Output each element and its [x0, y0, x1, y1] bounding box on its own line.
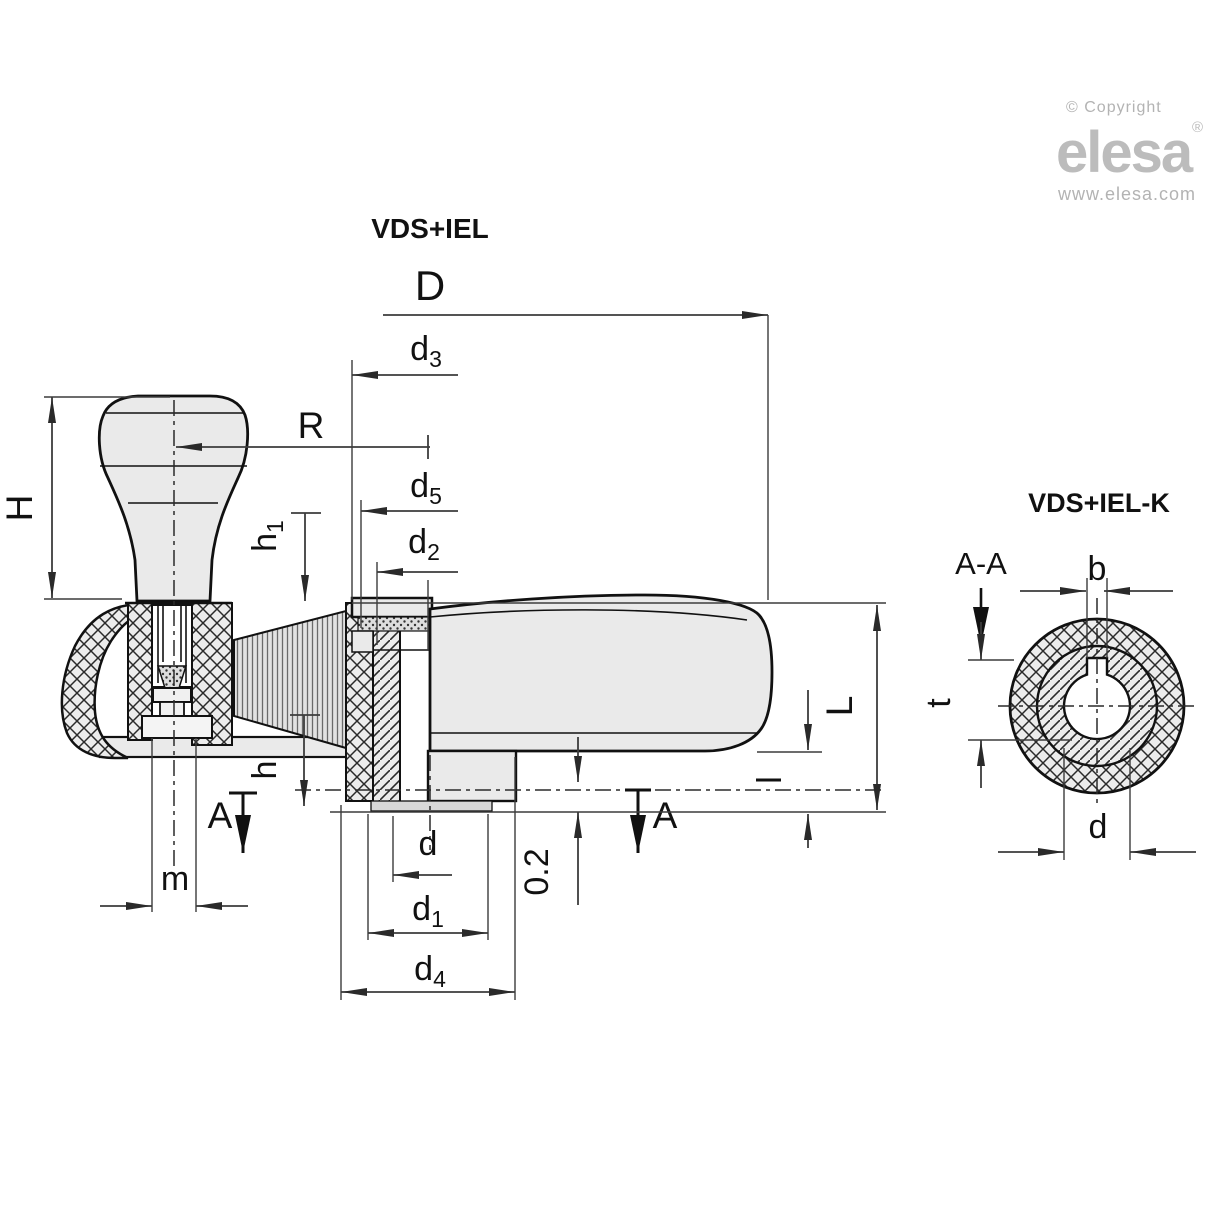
dim-label-L: L	[819, 696, 860, 717]
dim-label-d-section: d	[1089, 808, 1108, 846]
hub-step	[351, 630, 374, 653]
dimension-D: D	[383, 262, 769, 600]
dimension-l: l	[751, 690, 822, 848]
dimension-d: d	[392, 816, 452, 882]
dimension-b: b	[1020, 550, 1173, 658]
section-arrow-left: A	[208, 791, 257, 853]
section-view: VDS+IEL-K A-A b t d	[920, 488, 1196, 860]
main-view-title: VDS+IEL	[371, 213, 488, 244]
screw-thread-lines	[157, 605, 187, 683]
nut	[159, 701, 185, 717]
washer	[152, 687, 192, 703]
disc-top-inner-line	[429, 609, 748, 621]
dimension-d-section: d	[998, 748, 1196, 860]
dim-label-d4: d4	[414, 950, 446, 992]
dim-label-d5: d5	[410, 467, 442, 509]
dim-label-d3: d3	[410, 330, 442, 372]
hub-knurl-strip	[357, 616, 431, 632]
dimension-d5: d5	[360, 467, 458, 628]
dimension-d3: d3	[351, 330, 458, 600]
dimension-h: h	[246, 714, 320, 806]
dimension-L: L	[330, 602, 886, 813]
dim-label-m: m	[161, 860, 189, 898]
boss-base-plate	[141, 715, 213, 739]
website-text: www.elesa.com	[1057, 184, 1196, 204]
main-view	[60, 394, 882, 870]
hub-boss-bottom	[426, 749, 518, 803]
hub-diagonal-band	[372, 615, 401, 812]
dim-label-d: d	[419, 825, 438, 863]
dimension-R: R	[176, 405, 430, 459]
dim-label-h: h	[246, 761, 284, 780]
dim-label-d2: d2	[408, 523, 440, 565]
main-view-dimensions: VDS+IEL D d3 R d5 d2	[0, 213, 886, 1000]
dimension-d4: d4	[340, 757, 516, 1000]
dim-label-t: t	[920, 698, 958, 708]
dim-label-h1: h1	[246, 520, 288, 552]
brand-logo: © Copyright elesa ® www.elesa.com	[1056, 99, 1203, 204]
dimension-d1: d1	[367, 814, 489, 940]
hub-cap	[350, 596, 434, 619]
dim-label-d1: d1	[412, 890, 444, 932]
dim-label-l: l	[751, 776, 789, 784]
section-arrow-right: A	[625, 788, 678, 853]
dim-label-b: b	[1088, 550, 1107, 588]
section-label-A-A: A-A	[955, 546, 1007, 581]
dimension-h1: h1	[246, 512, 321, 601]
dim-label-H: H	[0, 495, 40, 522]
section-label-A-left: A	[208, 795, 233, 836]
dimension-m: m	[100, 738, 248, 912]
dim-label-R: R	[298, 405, 325, 446]
section-view-title: VDS+IEL-K	[1028, 488, 1170, 518]
wheel-rim-section	[60, 602, 149, 760]
dimension-t: t	[920, 622, 1072, 788]
section-label-A-right: A	[653, 795, 678, 836]
elesa-logo: elesa	[1056, 120, 1194, 185]
ribbed-web	[233, 609, 347, 750]
disc-body	[428, 593, 774, 753]
dimension-H: H	[0, 396, 170, 600]
copyright-text: © Copyright	[1066, 99, 1162, 116]
dim-label-D: D	[415, 262, 445, 309]
dim-label-0-2: 0.2	[518, 848, 556, 895]
dimension-0-2: 0.2	[518, 737, 582, 905]
step-0-2	[370, 800, 493, 812]
registered-mark-icon: ®	[1192, 119, 1203, 136]
